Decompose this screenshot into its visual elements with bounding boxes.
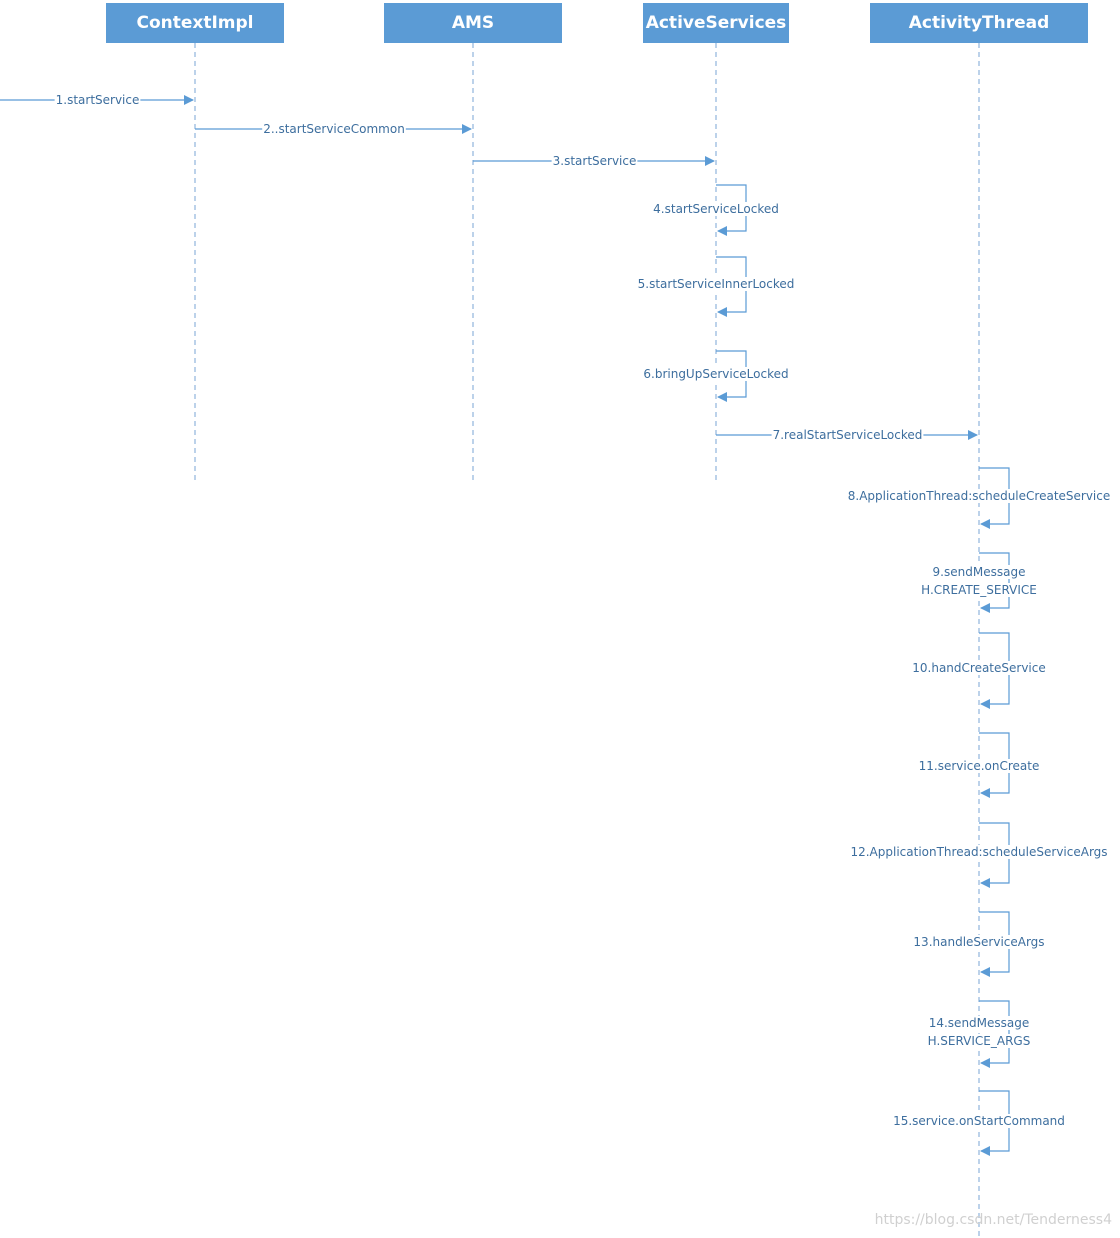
message-10: 10.handCreateService — [911, 632, 1047, 709]
message-label: H.SERVICE_ARGS — [928, 1034, 1031, 1048]
message-12: 12.ApplicationThread:scheduleServiceArgs — [849, 822, 1109, 888]
message-7: 7.realStartServiceLocked — [716, 428, 978, 442]
message-label: 5.startServiceInnerLocked — [638, 277, 795, 291]
label-background — [926, 1034, 1032, 1048]
message-label: 7.realStartServiceLocked — [773, 428, 923, 442]
message-label: 14.sendMessage — [929, 1016, 1030, 1030]
label-background — [931, 565, 1027, 579]
participant-activeservices: ActiveServices — [643, 3, 789, 43]
label-background — [262, 122, 406, 136]
self-call-arrow — [979, 1000, 1010, 1068]
label-background — [892, 1114, 1066, 1128]
label-background — [846, 489, 1112, 503]
message-label: 1.startService — [56, 93, 140, 107]
label-background — [642, 367, 790, 381]
message-label: 3.startService — [553, 154, 637, 168]
participant-contextimpl: ContextImpl — [106, 3, 284, 43]
participant-activitythread: ActivityThread — [870, 3, 1088, 43]
message-label: H.CREATE_SERVICE — [921, 583, 1037, 597]
label-background — [917, 759, 1041, 773]
message-label: 10.handCreateService — [912, 661, 1046, 675]
label-background — [771, 428, 924, 442]
label-background — [636, 277, 796, 291]
message-label: 2..startServiceCommon — [263, 122, 405, 136]
messages: 1.startService 2..startServiceCommon 3.sta… — [0, 93, 1112, 1156]
label-background — [920, 583, 1038, 597]
message-label: 15.service.onStartCommand — [893, 1114, 1065, 1128]
message-3: 3.startService — [473, 154, 715, 168]
self-call-arrow — [979, 552, 1010, 613]
label-background — [849, 845, 1109, 859]
message-8: 8.ApplicationThread:scheduleCreateServic… — [846, 467, 1112, 529]
lifelines — [194, 43, 980, 1238]
message-label: 11.service.onCreate — [919, 759, 1040, 773]
label-background — [652, 202, 780, 216]
label-background — [927, 1016, 1031, 1030]
message-5: 5.startServiceInnerLocked — [636, 256, 796, 317]
message-13: 13.handleServiceArgs — [912, 911, 1046, 977]
label-background — [54, 93, 141, 107]
message-label: 13.handleServiceArgs — [913, 935, 1044, 949]
message-label: 6.bringUpServiceLocked — [643, 367, 788, 381]
message-label: 4.startServiceLocked — [653, 202, 779, 216]
message-6: 6.bringUpServiceLocked — [642, 350, 790, 402]
message-11: 11.service.onCreate — [917, 732, 1041, 798]
message-4: 4.startServiceLocked — [652, 184, 780, 236]
label-background — [912, 935, 1046, 949]
message-1: 1.startService — [0, 93, 194, 107]
message-label: 9.sendMessage — [933, 565, 1026, 579]
label-background — [551, 154, 638, 168]
message-label: 8.ApplicationThread:scheduleCreateServic… — [848, 489, 1111, 503]
message-15: 15.service.onStartCommand — [892, 1090, 1066, 1156]
message-label: 12.ApplicationThread:scheduleServiceArgs — [850, 845, 1107, 859]
message-2: 2..startServiceCommon — [195, 122, 472, 136]
label-background — [911, 661, 1047, 675]
participant-ams: AMS — [384, 3, 562, 43]
watermark: https://blog.csdn.net/Tenderness4 — [874, 1212, 1112, 1228]
